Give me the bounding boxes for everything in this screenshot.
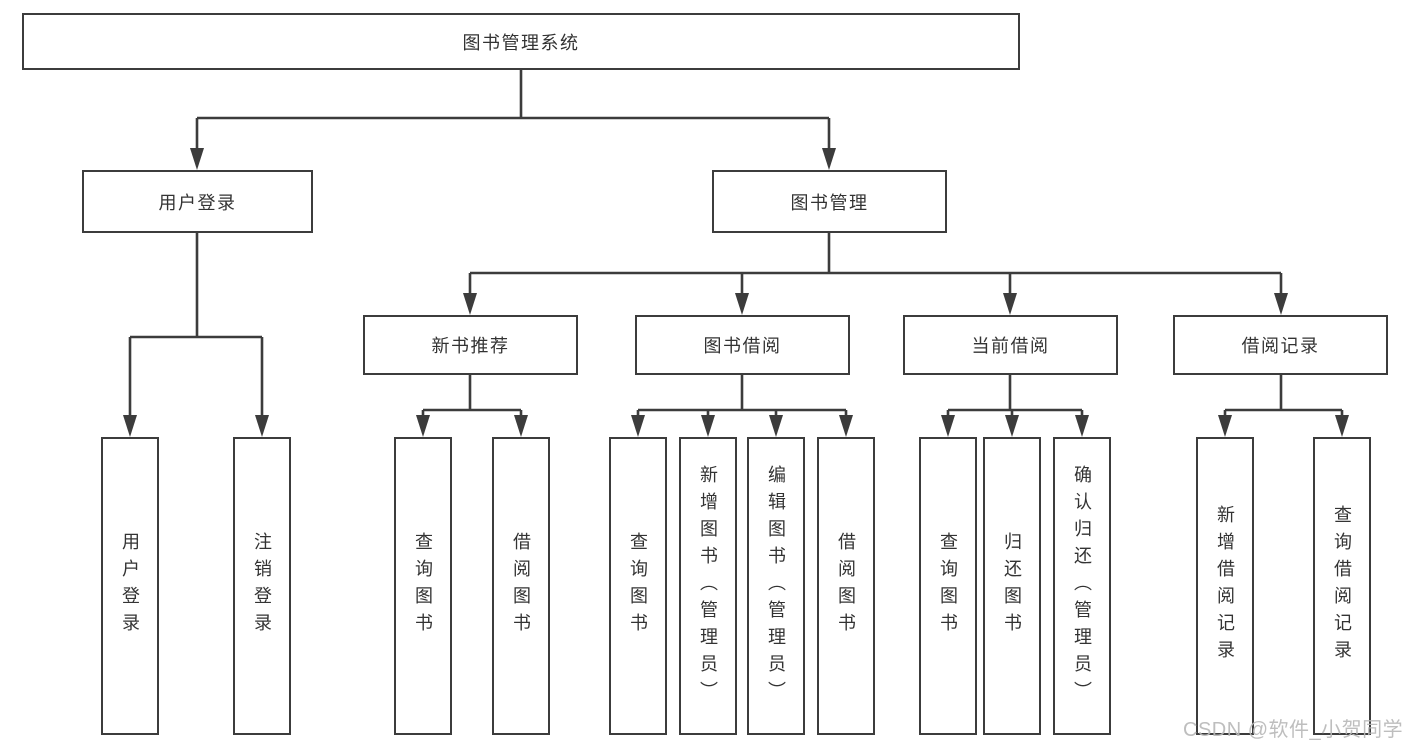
leaf-current-return-books: 归还图书	[983, 437, 1041, 735]
node-library-system-root: 图书管理系统	[22, 13, 1020, 70]
leaf-logout-label: 注销登录	[252, 532, 272, 640]
node-current-borrowing-label: 当前借阅	[971, 336, 1050, 356]
node-new-book-recommend: 新书推荐	[363, 315, 578, 375]
leaf-borrowing-add-books-admin-label: 新增图书（管理员）	[698, 464, 718, 708]
edge-borrowing-to-children	[631, 375, 853, 437]
leaf-newbooks-query-books: 查询图书	[394, 437, 452, 735]
edge-records-to-children	[1218, 375, 1349, 437]
leaf-borrowing-edit-books-admin-label: 编辑图书（管理员）	[766, 464, 786, 708]
node-user-login: 用户登录	[82, 170, 313, 233]
node-new-book-recommend-label: 新书推荐	[431, 336, 510, 356]
leaf-user-login-label: 用户登录	[120, 532, 140, 640]
leaf-current-query-books-label: 查询图书	[938, 532, 958, 640]
leaf-borrowing-query-books: 查询图书	[609, 437, 667, 735]
leaf-user-login: 用户登录	[101, 437, 159, 735]
leaf-records-add-record-label: 新增借阅记录	[1215, 505, 1235, 667]
edge-book-mgmt-to-sections	[463, 233, 1288, 315]
leaf-records-query-record: 查询借阅记录	[1313, 437, 1371, 735]
node-book-management: 图书管理	[712, 170, 947, 233]
leaf-current-query-books: 查询图书	[919, 437, 977, 735]
leaf-borrowing-borrow-books-label: 借阅图书	[836, 532, 856, 640]
edge-new-books-to-children	[416, 375, 528, 437]
node-borrowing-records-label: 借阅记录	[1241, 336, 1320, 356]
node-library-system-root-label: 图书管理系统	[462, 32, 580, 53]
leaf-current-confirm-return-admin: 确认归还（管理员）	[1053, 437, 1111, 735]
edge-user-login-to-children	[123, 233, 269, 437]
leaf-logout: 注销登录	[233, 437, 291, 735]
csdn-watermark: CSDN @软件_小贺同学	[1183, 719, 1404, 741]
leaf-records-query-record-label: 查询借阅记录	[1332, 505, 1352, 667]
leaf-records-add-record: 新增借阅记录	[1196, 437, 1254, 735]
leaf-borrowing-edit-books-admin: 编辑图书（管理员）	[747, 437, 805, 735]
node-book-borrowing: 图书借阅	[635, 315, 850, 375]
leaf-newbooks-borrow-books: 借阅图书	[492, 437, 550, 735]
node-book-management-label: 图书管理	[790, 192, 869, 213]
leaf-current-confirm-return-admin-label: 确认归还（管理员）	[1072, 464, 1092, 708]
node-current-borrowing: 当前借阅	[903, 315, 1118, 375]
edge-root-to-level2	[190, 70, 836, 170]
node-book-borrowing-label: 图书借阅	[703, 336, 782, 356]
leaf-borrowing-add-books-admin: 新增图书（管理员）	[679, 437, 737, 735]
leaf-borrowing-query-books-label: 查询图书	[628, 532, 648, 640]
leaf-current-return-books-label: 归还图书	[1002, 532, 1022, 640]
leaf-borrowing-borrow-books: 借阅图书	[817, 437, 875, 735]
leaf-newbooks-borrow-books-label: 借阅图书	[511, 532, 531, 640]
edge-current-to-children	[941, 375, 1089, 437]
leaf-newbooks-query-books-label: 查询图书	[413, 532, 433, 640]
node-borrowing-records: 借阅记录	[1173, 315, 1388, 375]
node-user-login-label: 用户登录	[158, 192, 237, 213]
